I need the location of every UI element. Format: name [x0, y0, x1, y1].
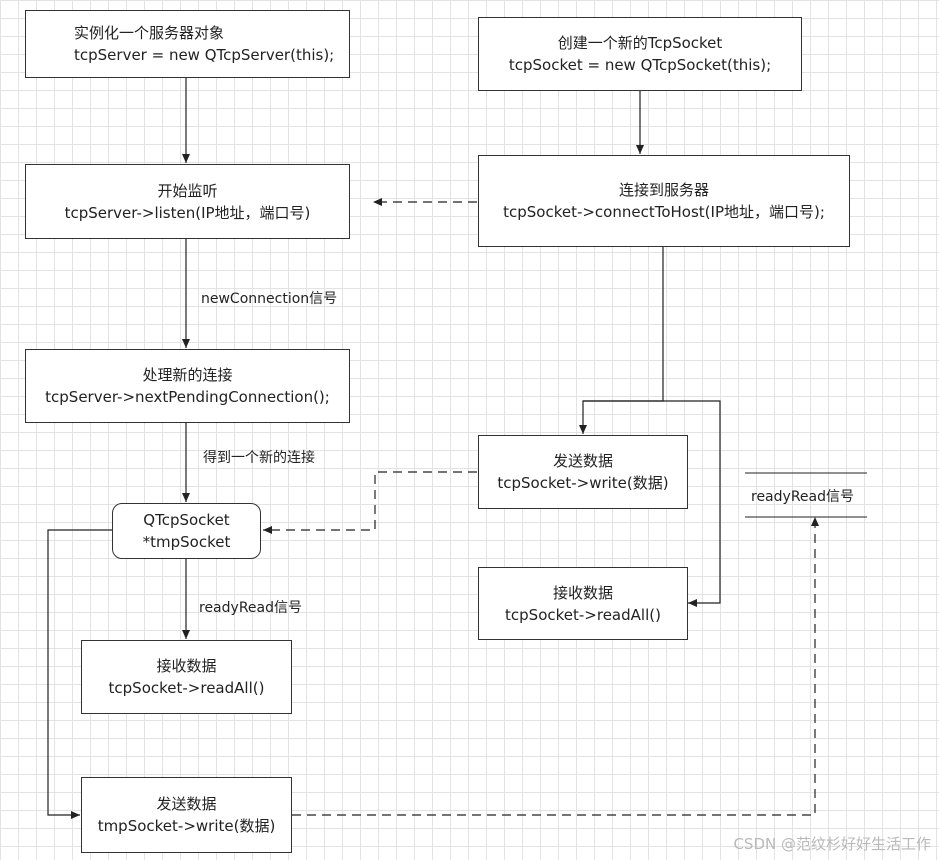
socket-connect-code: tcpSocket->connectToHost(IP地址，端口号);	[503, 203, 825, 221]
edge-label-new-connection: newConnection信号	[201, 291, 338, 307]
client-send-box: 发送数据 tcpSocket->write(数据)	[478, 435, 688, 509]
dashed-server-send-to-readyread	[292, 517, 819, 816]
socket-connect-title: 连接到服务器	[618, 181, 709, 199]
server-pending-code: tcpServer->nextPendingConnection();	[45, 388, 330, 406]
arrow-connect-to-recv	[583, 400, 721, 607]
client-recv-code: tcpSocket->readAll()	[505, 605, 661, 624]
tmp-socket-type: QTcpSocket	[143, 511, 230, 529]
server-listen-title: 开始监听	[157, 181, 218, 200]
server-listen-box: 开始监听 tcpServer->listen(IP地址，端口号)	[25, 164, 350, 239]
tmp-socket-var: *tmpSocket	[142, 533, 231, 551]
arrow-tmpsocket-to-send	[47, 529, 112, 819]
client-send-code: tcpSocket->write(数据)	[497, 474, 669, 492]
socket-init-box: 创建一个新的TcpSocket tcpSocket = new QTcpSock…	[478, 17, 802, 91]
server-recv-code: tcpSocket->readAll()	[108, 679, 265, 697]
watermark: CSDN @范纹杉好好生活工作	[733, 835, 931, 853]
socket-init-code: tcpSocket = new QTcpSocket(this);	[508, 56, 772, 74]
server-send-title: 发送数据	[156, 795, 217, 813]
dashed-send-to-tmpsocket	[263, 471, 477, 534]
server-listen-code: tcpServer->listen(IP地址，端口号)	[64, 203, 311, 222]
client-send-title: 发送数据	[552, 452, 613, 470]
server-init-code: tcpServer = new QTcpServer(this);	[74, 46, 335, 64]
socket-connect-box: 连接到服务器 tcpSocket->connectToHost(IP地址，端口号…	[478, 155, 850, 247]
server-send-box: 发送数据 tmpSocket->write(数据)	[81, 777, 292, 853]
client-recv-title: 接收数据	[552, 583, 613, 602]
server-pending-title: 处理新的连接	[142, 366, 233, 384]
server-init-box: 实例化一个服务器对象 tcpServer = new QTcpServer(th…	[25, 10, 350, 78]
tmp-socket-box: QTcpSocket *tmpSocket	[112, 503, 261, 559]
server-send-code: tmpSocket->write(数据)	[97, 817, 276, 835]
edge-label-got-connection: 得到一个新的连接	[203, 450, 315, 466]
socket-init-title: 创建一个新的TcpSocket	[557, 34, 723, 52]
edge-label-ready-read: readyRead信号	[199, 600, 302, 616]
arrow-connect-to-send	[579, 247, 664, 434]
client-recv-box: 接收数据 tcpSocket->readAll()	[478, 567, 688, 640]
server-recv-title: 接收数据	[156, 657, 217, 675]
server-pending-box: 处理新的连接 tcpServer->nextPendingConnection(…	[25, 349, 350, 423]
readyread-annotation: readyRead信号	[751, 489, 854, 505]
server-recv-box: 接收数据 tcpSocket->readAll()	[81, 640, 292, 714]
server-init-title: 实例化一个服务器对象	[74, 24, 225, 42]
